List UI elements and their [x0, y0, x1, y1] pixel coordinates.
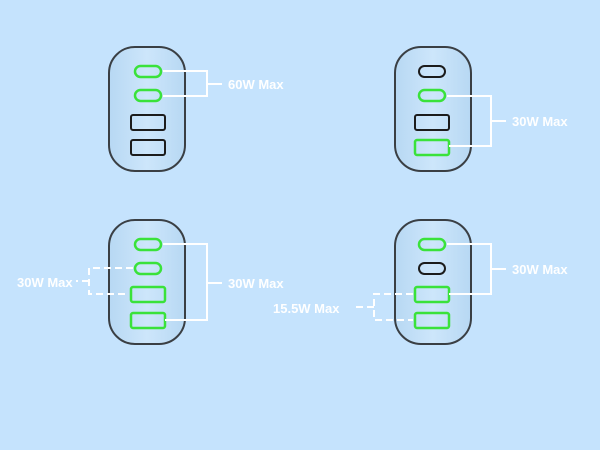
charger-3-label-2: 30W Max: [17, 275, 73, 290]
charger-4-label-2: 15.5W Max: [273, 301, 340, 316]
charger-2-port-4: [413, 138, 451, 157]
dashed-bracket-line: [76, 267, 133, 295]
charger-2-port-2: [417, 88, 447, 103]
charger-3-port-3: [129, 285, 167, 304]
charger-4-port-1: [417, 237, 447, 252]
bracket-line: [163, 70, 222, 97]
charger-2-port-1: [418, 65, 446, 78]
charger-body: [108, 219, 186, 345]
charger-1-port-2: [133, 88, 163, 103]
charger-1-port-4: [130, 139, 166, 156]
charger-3-port-1: [133, 237, 163, 252]
charger-4-label-1: 30W Max: [512, 262, 568, 277]
bracket-line: [447, 95, 506, 147]
charger-body: [394, 219, 472, 345]
dashed-bracket-line: [356, 293, 413, 321]
charger-body: [108, 46, 186, 172]
bracket-line: [447, 243, 506, 295]
charger-1-label-1: 60W Max: [228, 77, 284, 92]
bracket-line: [163, 243, 222, 321]
charger-3: 30W Max 30W Max: [17, 219, 284, 345]
charger-4-port-2: [418, 262, 446, 275]
charger-2-port-3: [414, 114, 450, 131]
charger-body: [394, 46, 472, 172]
charger-2: 30W Max: [394, 46, 568, 172]
charger-1-port-3: [130, 114, 166, 131]
charger-1: 60W Max: [108, 46, 284, 172]
charger-1-port-1: [133, 64, 163, 79]
charger-4: 30W Max 15.5W Max: [273, 219, 568, 345]
charger-2-label-1: 30W Max: [512, 114, 568, 129]
charger-3-label-1: 30W Max: [228, 276, 284, 291]
charger-3-port-2: [133, 261, 163, 276]
charger-4-port-4: [413, 311, 451, 330]
